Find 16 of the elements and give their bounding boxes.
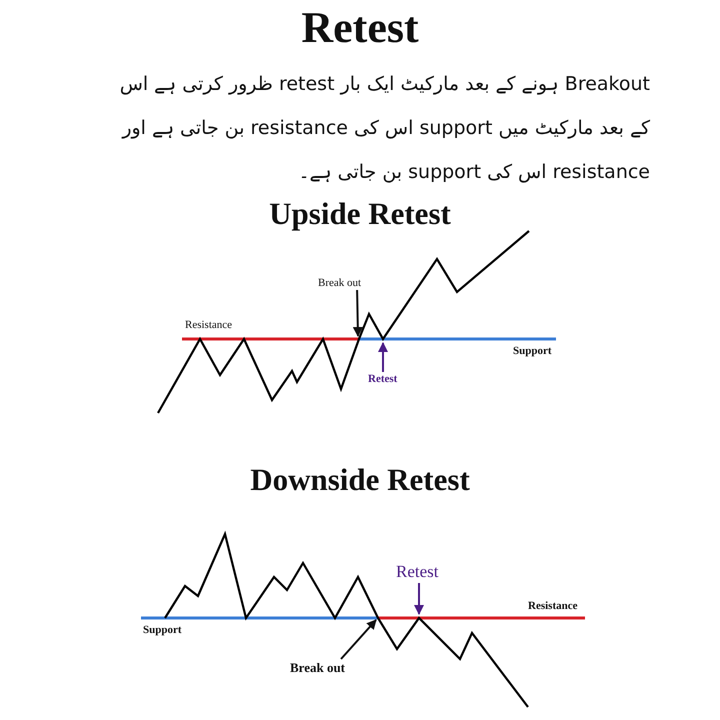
line-label: Support [513, 345, 552, 357]
section-heading: Downside Retest [249, 462, 471, 498]
title: Retest [300, 2, 420, 53]
section-heading: Upside Retest [268, 196, 452, 232]
line-label: Support [143, 624, 182, 636]
callout-label: Break out [290, 660, 346, 676]
leader-arrow [378, 342, 388, 372]
leader-arrow [352, 290, 363, 337]
leader-arrow [340, 619, 377, 660]
callout-label: Break out [318, 277, 362, 289]
leader-arrow [414, 583, 424, 615]
callout-label: Retest [368, 373, 398, 385]
line-label: Resistance [528, 600, 578, 612]
description-paragraph: Breakout ہونے کے بعد مارکیٹ ایک بار retest ظرور کرتی ہے اس کے بعد مارکیٹ میں support اس کی resistance بن جاتی ہے اور resistance اس کی support بن جاتی ہے۔ [118, 72, 650, 185]
line-label: Resistance [185, 319, 232, 331]
callout-label: Retest [396, 562, 438, 582]
